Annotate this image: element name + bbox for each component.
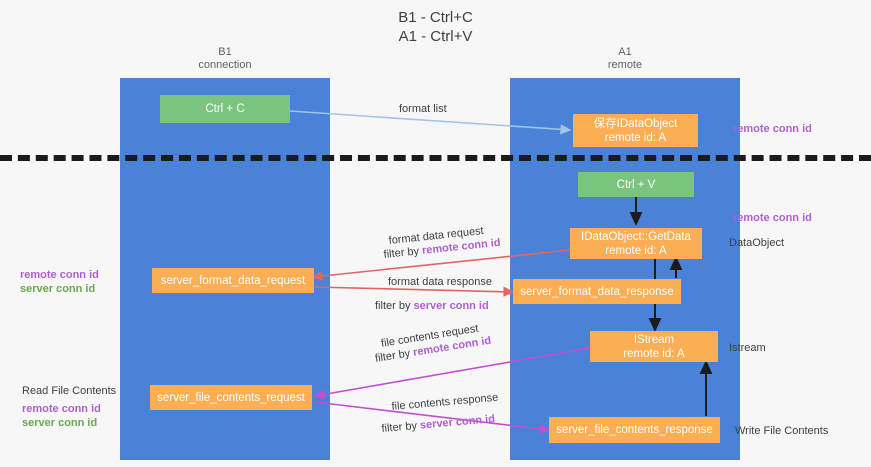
node-server-file-contents-response[interactable]: server_file_contents_response: [549, 417, 720, 443]
filter-prefix: filter by: [375, 300, 414, 312]
edge-label-format-data-response: format data response: [388, 276, 492, 288]
node-ctrl-c[interactable]: Ctrl + C: [160, 95, 290, 123]
label-remote-conn-id-top: remote conn id: [733, 123, 812, 135]
label-server-conn-id-left: server conn id: [20, 283, 96, 295]
edge-label-format-list: format list: [399, 103, 447, 115]
page-title: B1 - Ctrl+C A1 - Ctrl+V: [398, 9, 473, 45]
column-header-b1: B1 connection: [198, 46, 252, 71]
edge-label-file-contents-response: file contents response: [391, 391, 499, 413]
node-server-format-data-response[interactable]: server_format_data_response: [513, 279, 681, 304]
node-server-format-data-request[interactable]: server_format_data_request: [152, 268, 314, 293]
node-server-file-contents-request[interactable]: server_file_contents_request: [150, 385, 312, 410]
node-istream[interactable]: IStream remote id: A: [590, 331, 718, 362]
node-ctrl-v[interactable]: Ctrl + V: [578, 172, 694, 197]
label-remote-conn-id-left: remote conn id: [20, 269, 99, 281]
label-read-file-contents: Read File Contents: [22, 385, 117, 397]
node-idataobject-getdata[interactable]: IDataObject::GetData remote id: A: [570, 228, 702, 259]
label-server-conn-id-left-2: server conn id: [22, 417, 98, 429]
label-write-file-contents: Write File Contents: [735, 425, 829, 437]
filter-key: server conn id: [413, 300, 489, 312]
label-istream: Istream: [729, 342, 766, 354]
column-header-a1: A1 remote: [607, 46, 643, 71]
filter-prefix: filter by: [381, 419, 421, 435]
filter-key: server conn id: [419, 413, 496, 432]
node-save-idataobject[interactable]: 保存IDataObject remote id: A: [573, 114, 698, 147]
label-remote-conn-id-mid: remote conn id: [733, 212, 812, 224]
phase-divider: [0, 155, 871, 161]
edge-label-file-contents-response-filter: filter by server conn id: [381, 412, 496, 436]
filter-prefix: filter by: [383, 244, 423, 261]
edge-label-format-data-response-filter: filter by server conn id: [375, 299, 489, 313]
filter-prefix: filter by: [374, 346, 415, 365]
label-remote-conn-id-left-2: remote conn id: [22, 403, 101, 415]
label-dataobject: DataObject: [729, 237, 785, 249]
